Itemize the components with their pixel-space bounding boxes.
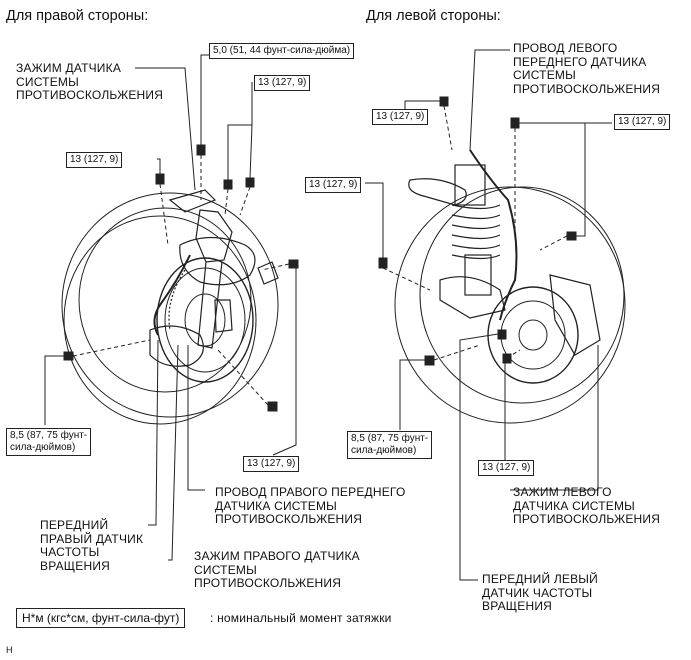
left-solid-leaders bbox=[365, 49, 612, 581]
right-torque-85-box: 8,5 (87, 75 фунт- сила-дюймов) bbox=[6, 428, 92, 456]
right-dashed-leaders bbox=[72, 155, 290, 406]
left-side-header: Для левой стороны: bbox=[366, 8, 501, 24]
front-right-speed-sensor-label: ПЕРЕДНИЙ ПРАВЫЙ ДАТЧИК ЧАСТОТЫ ВРАЩЕНИЯ bbox=[40, 518, 144, 573]
right-torque-13-c-box: 13 (127, 9) bbox=[243, 456, 300, 472]
footer-mark: H bbox=[6, 645, 13, 655]
left-dashed-leaders bbox=[382, 105, 568, 361]
right-front-wire-label: ПРОВОД ПРАВОГО ПЕРЕДНЕГО ДАТЧИКА СИСТЕМЫ… bbox=[215, 485, 406, 526]
left-torque-13-b-box: 13 (127, 9) bbox=[614, 114, 671, 130]
right-torque-13-a-box: 13 (127, 9) bbox=[254, 75, 311, 91]
right-wheel-drawing bbox=[61, 192, 279, 425]
legend-unit-box: Н*м (кгс*см, фунт-сила-фут) bbox=[16, 608, 186, 628]
left-wheel-drawing bbox=[394, 186, 626, 424]
left-torque-85-box: 8,5 (87, 75 фунт- сила-дюймов) bbox=[347, 431, 433, 459]
right-side-header: Для правой стороны: bbox=[6, 8, 149, 24]
right-torque-top-box: 5,0 (51, 44 фунт-сила-дюйма) bbox=[209, 43, 355, 59]
left-torque-13-d-box: 13 (127, 9) bbox=[478, 460, 535, 476]
left-bolts bbox=[378, 96, 577, 366]
left-front-wire-label: ПРОВОД ЛЕВОГО ПЕРЕДНЕГО ДАТЧИКА СИСТЕМЫ … bbox=[513, 41, 661, 96]
right-strut-drawing bbox=[149, 189, 279, 367]
right-torque-13-b-box: 13 (127, 9) bbox=[66, 152, 123, 168]
right-clamp-sensor-label: ЗАЖИМ ДАТЧИКА СИСТЕМЫ ПРОТИВОСКОЛЬЖЕНИЯ bbox=[16, 61, 164, 102]
front-left-speed-sensor-label: ПЕРЕДНИЙ ЛЕВЫЙ ДАТЧИК ЧАСТОТЫ ВРАЩЕНИЯ bbox=[482, 572, 598, 613]
left-strut-drawing bbox=[408, 149, 518, 321]
right-sensor-clamp-label: ЗАЖИМ ПРАВОГО ДАТЧИКА СИСТЕМЫ ПРОТИВОСКО… bbox=[194, 549, 360, 590]
right-solid-leaders bbox=[44, 54, 298, 561]
left-torque-13-c-box: 13 (127, 9) bbox=[305, 177, 362, 193]
legend-description: : номинальный момент затяжки bbox=[210, 611, 392, 625]
left-sensor-clamp-label: ЗАЖИМ ЛЕВОГО ДАТЧИКА СИСТЕМЫ ПРОТИВОСКОЛ… bbox=[513, 485, 661, 526]
left-torque-13-a-box: 13 (127, 9) bbox=[372, 109, 429, 125]
